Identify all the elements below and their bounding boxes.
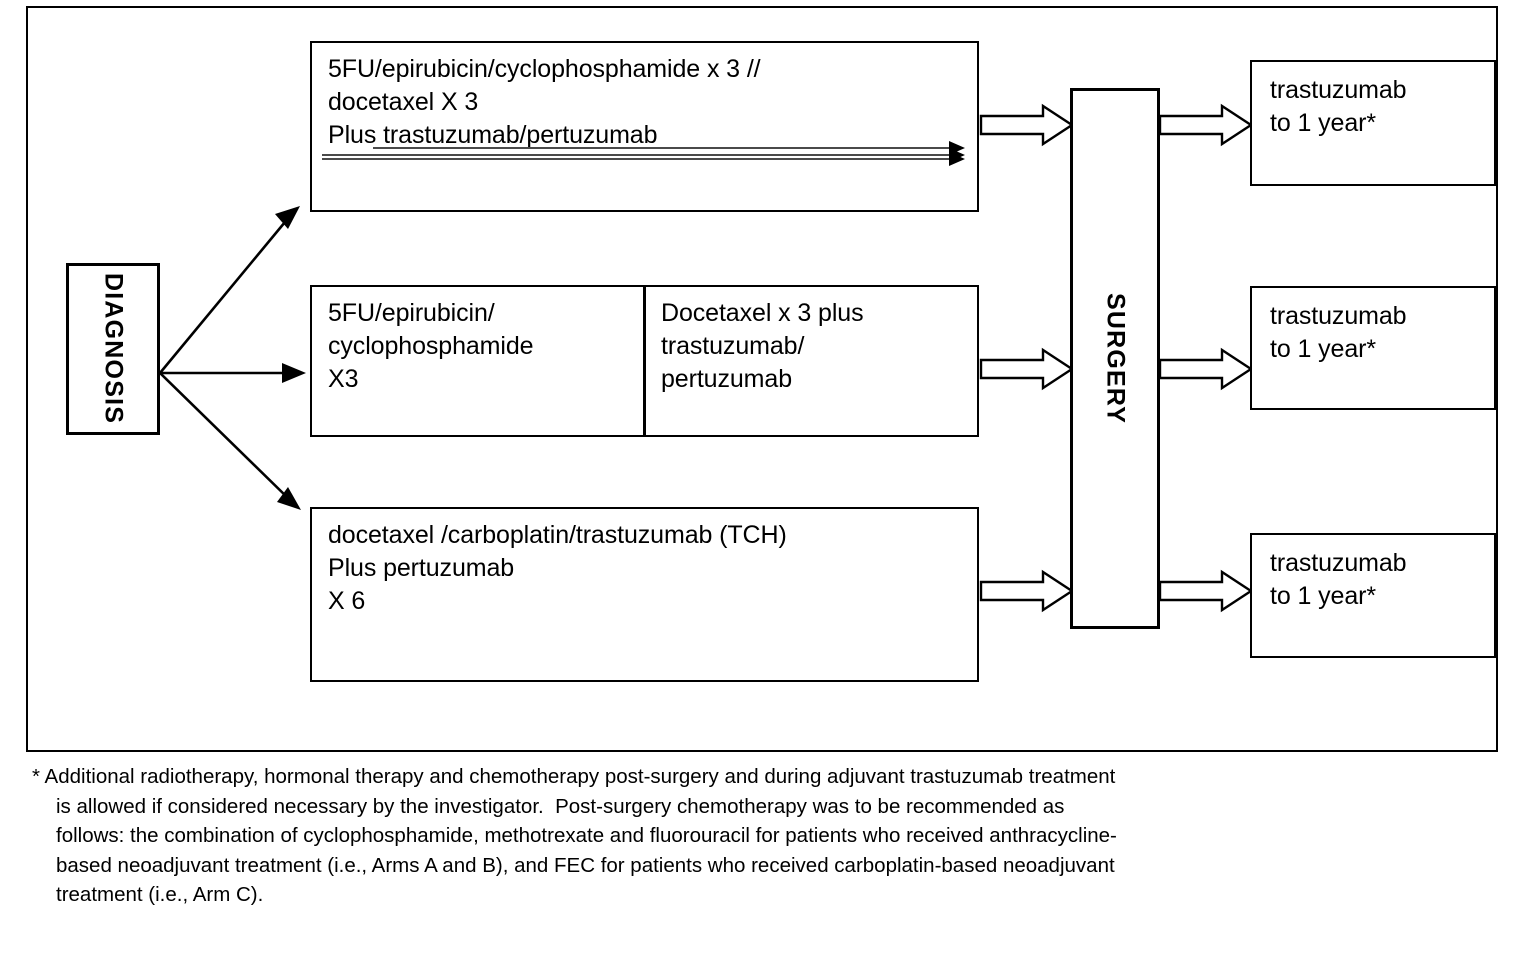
surgery-box: SURGERY (1070, 88, 1160, 629)
footnote-line-1: * Additional radiotherapy, hormonal ther… (32, 765, 1116, 788)
arrow-surgery-to-trast-3 (1158, 569, 1254, 613)
arm-b-right-regimen-text: Docetaxel x 3 plus trastuzumab/ pertuzum… (661, 299, 864, 393)
footnote-line-3: follows: the combination of cyclophospha… (56, 824, 1117, 847)
footnote-line-5: treatment (i.e., Arm C). (56, 883, 264, 906)
branch-arrow-down (159, 372, 301, 510)
arrow-arm-a-to-surgery (979, 103, 1075, 147)
trastuzumab-outcome-text-1: trastuzumab to 1 year* (1270, 76, 1407, 137)
arrow-arm-b-to-surgery (979, 347, 1075, 391)
arm-c-regimen-text: docetaxel /carboplatin/trastuzumab (TCH)… (328, 521, 787, 615)
diagnosis-branch-arrows (148, 188, 338, 528)
footnote: * Additional radiotherapy, hormonal ther… (32, 762, 1512, 910)
trastuzumab-outcome-text-2: trastuzumab to 1 year* (1270, 302, 1407, 363)
arm-b-divider (643, 287, 646, 435)
arrow-surgery-to-trast-2 (1158, 347, 1254, 391)
arm-c-box: docetaxel /carboplatin/trastuzumab (TCH)… (310, 507, 979, 682)
arm-a-box: 5FU/epirubicin/cyclophosphamide x 3 // d… (310, 41, 979, 212)
arm-b-box: 5FU/epirubicin/ cyclophosphamide X3 Doce… (310, 285, 979, 437)
diagram-outer-frame: DIAGNOSIS (26, 6, 1498, 752)
diagnosis-label: DIAGNOSIS (99, 273, 128, 425)
branch-arrow-up (158, 206, 300, 374)
arrow-arm-c-to-surgery (979, 569, 1075, 613)
arm-b-left-regimen-text: 5FU/epirubicin/ cyclophosphamide X3 (328, 299, 534, 393)
arm-a-regimen-text: 5FU/epirubicin/cyclophosphamide x 3 // d… (328, 55, 761, 149)
footnote-line-2: is allowed if considered necessary by th… (56, 794, 1065, 818)
surgery-label: SURGERY (1101, 292, 1130, 425)
arm-c-duration-arrow (322, 152, 965, 166)
arrow-surgery-to-trast-1 (1158, 103, 1254, 147)
arm-b-duration-arrow (373, 141, 965, 155)
trastuzumab-outcome-box-1: trastuzumab to 1 year* (1250, 60, 1496, 186)
trastuzumab-outcome-box-2: trastuzumab to 1 year* (1250, 286, 1496, 410)
trastuzumab-outcome-box-3: trastuzumab to 1 year* (1250, 533, 1496, 658)
footnote-line-4: based neoadjuvant treatment (i.e., Arms … (56, 853, 1115, 877)
trastuzumab-outcome-text-3: trastuzumab to 1 year* (1270, 549, 1407, 610)
branch-arrow-middle (160, 363, 306, 383)
diagnosis-box: DIAGNOSIS (66, 263, 160, 435)
